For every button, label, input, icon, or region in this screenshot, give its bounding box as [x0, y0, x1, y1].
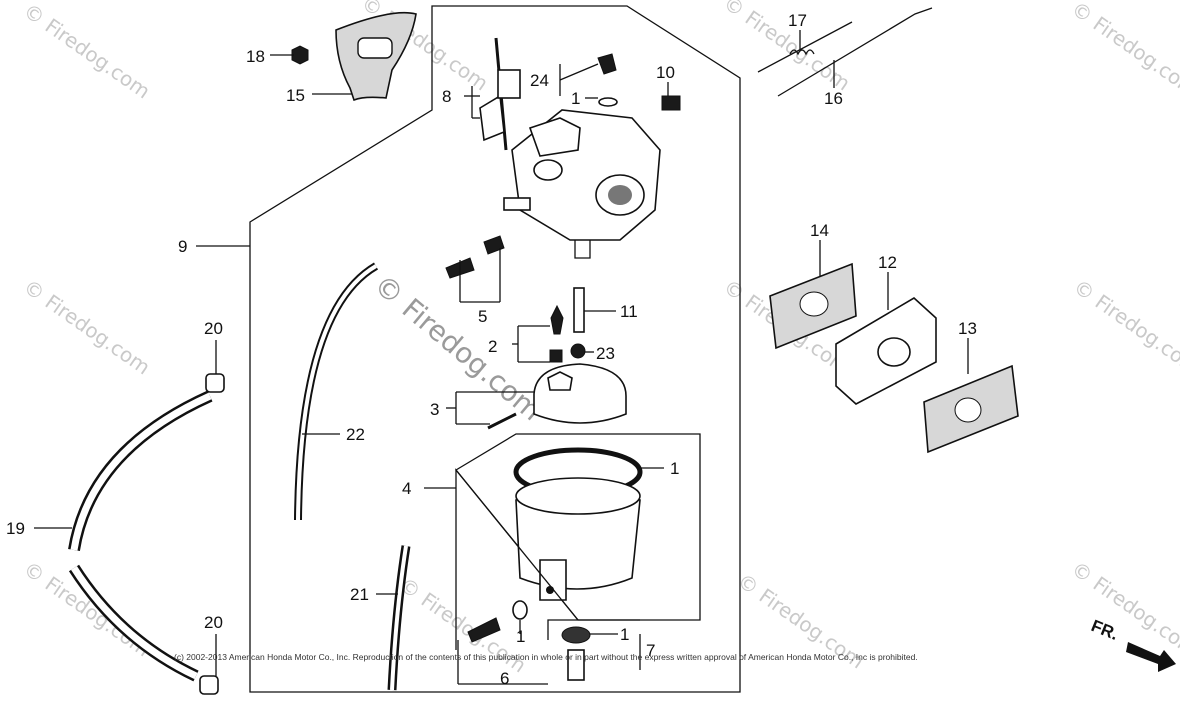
callout-1: 1	[620, 625, 629, 644]
callout-10: 10	[656, 63, 675, 82]
throttle-rod-16	[777, 7, 933, 97]
callout-13: 13	[958, 319, 977, 338]
main-nozzle-11	[573, 287, 585, 333]
governor-rod-17	[757, 21, 853, 73]
float-pin-3	[487, 412, 517, 430]
assembly-outline	[249, 5, 741, 693]
callout-6: 6	[500, 669, 509, 688]
callout-4: 4	[402, 479, 411, 498]
tube-clip-20	[199, 675, 219, 695]
spring-5	[483, 235, 505, 255]
bowl-bolt-7	[561, 626, 591, 681]
callout-14: 14	[810, 221, 829, 240]
callout-9: 9	[178, 237, 187, 256]
fuel-tube-19	[68, 390, 213, 551]
insulator-12	[835, 297, 937, 405]
copyright-notice: (c) 2002-2013 American Honda Motor Co., …	[174, 652, 918, 662]
nut-18	[291, 45, 309, 65]
drain-screw-6	[467, 617, 501, 643]
callout-22: 22	[346, 425, 365, 444]
watermark: © Firedog.com	[1067, 556, 1180, 661]
float-valve-2	[550, 304, 564, 335]
gasket-13	[923, 364, 1019, 454]
callout-12: 12	[878, 253, 897, 272]
fr-arrow-icon	[1126, 642, 1176, 672]
carburetor-body	[503, 109, 661, 259]
spring-2	[549, 349, 563, 363]
watermark: © Firedog.com	[19, 556, 155, 661]
callout-1: 1	[516, 627, 525, 646]
callout-3: 3	[430, 400, 439, 419]
float-chamber-4	[515, 477, 641, 601]
callout-24: 24	[530, 71, 549, 90]
callout-18: 18	[246, 47, 265, 66]
float-3	[533, 363, 627, 424]
callout-8: 8	[442, 87, 451, 106]
gasket-15-hole	[357, 37, 393, 59]
callout-20: 20	[204, 319, 223, 338]
callout-labels: 18 15 8 24 1 10 17 16 9 5 11 2 23 3 14 1…	[6, 11, 977, 688]
watermark: © Firedog.com	[19, 274, 155, 379]
choke-lever-8	[479, 37, 521, 151]
callout-1: 1	[670, 459, 679, 478]
callout-1: 1	[571, 89, 580, 108]
screw-24	[597, 53, 617, 75]
callout-21: 21	[350, 585, 369, 604]
callout-20: 20	[204, 613, 223, 632]
tube-clip-20	[205, 373, 225, 393]
washer-1	[512, 600, 528, 620]
callout-5: 5	[478, 307, 487, 326]
fr-label: FR.	[1089, 616, 1122, 644]
center-watermark: © Firedog.com	[368, 268, 549, 427]
callout-2: 2	[488, 337, 497, 356]
watermark: © Firedog.com	[19, 0, 155, 103]
callout-7: 7	[646, 641, 655, 660]
watermark: © Firedog.com	[1067, 0, 1180, 101]
callout-15: 15	[286, 86, 305, 105]
governor-spring	[789, 49, 815, 56]
callout-23: 23	[596, 344, 615, 363]
callout-19: 19	[6, 519, 25, 538]
leader-lines	[34, 30, 969, 685]
callout-17: 17	[788, 11, 807, 30]
watermark: © Firedog.com	[1069, 274, 1180, 379]
plug-10	[661, 95, 681, 111]
callout-11: 11	[620, 302, 638, 321]
callout-16: 16	[824, 89, 843, 108]
o-ring-1	[598, 97, 618, 107]
main-jet-23	[570, 343, 586, 359]
gasket-14	[769, 262, 857, 350]
